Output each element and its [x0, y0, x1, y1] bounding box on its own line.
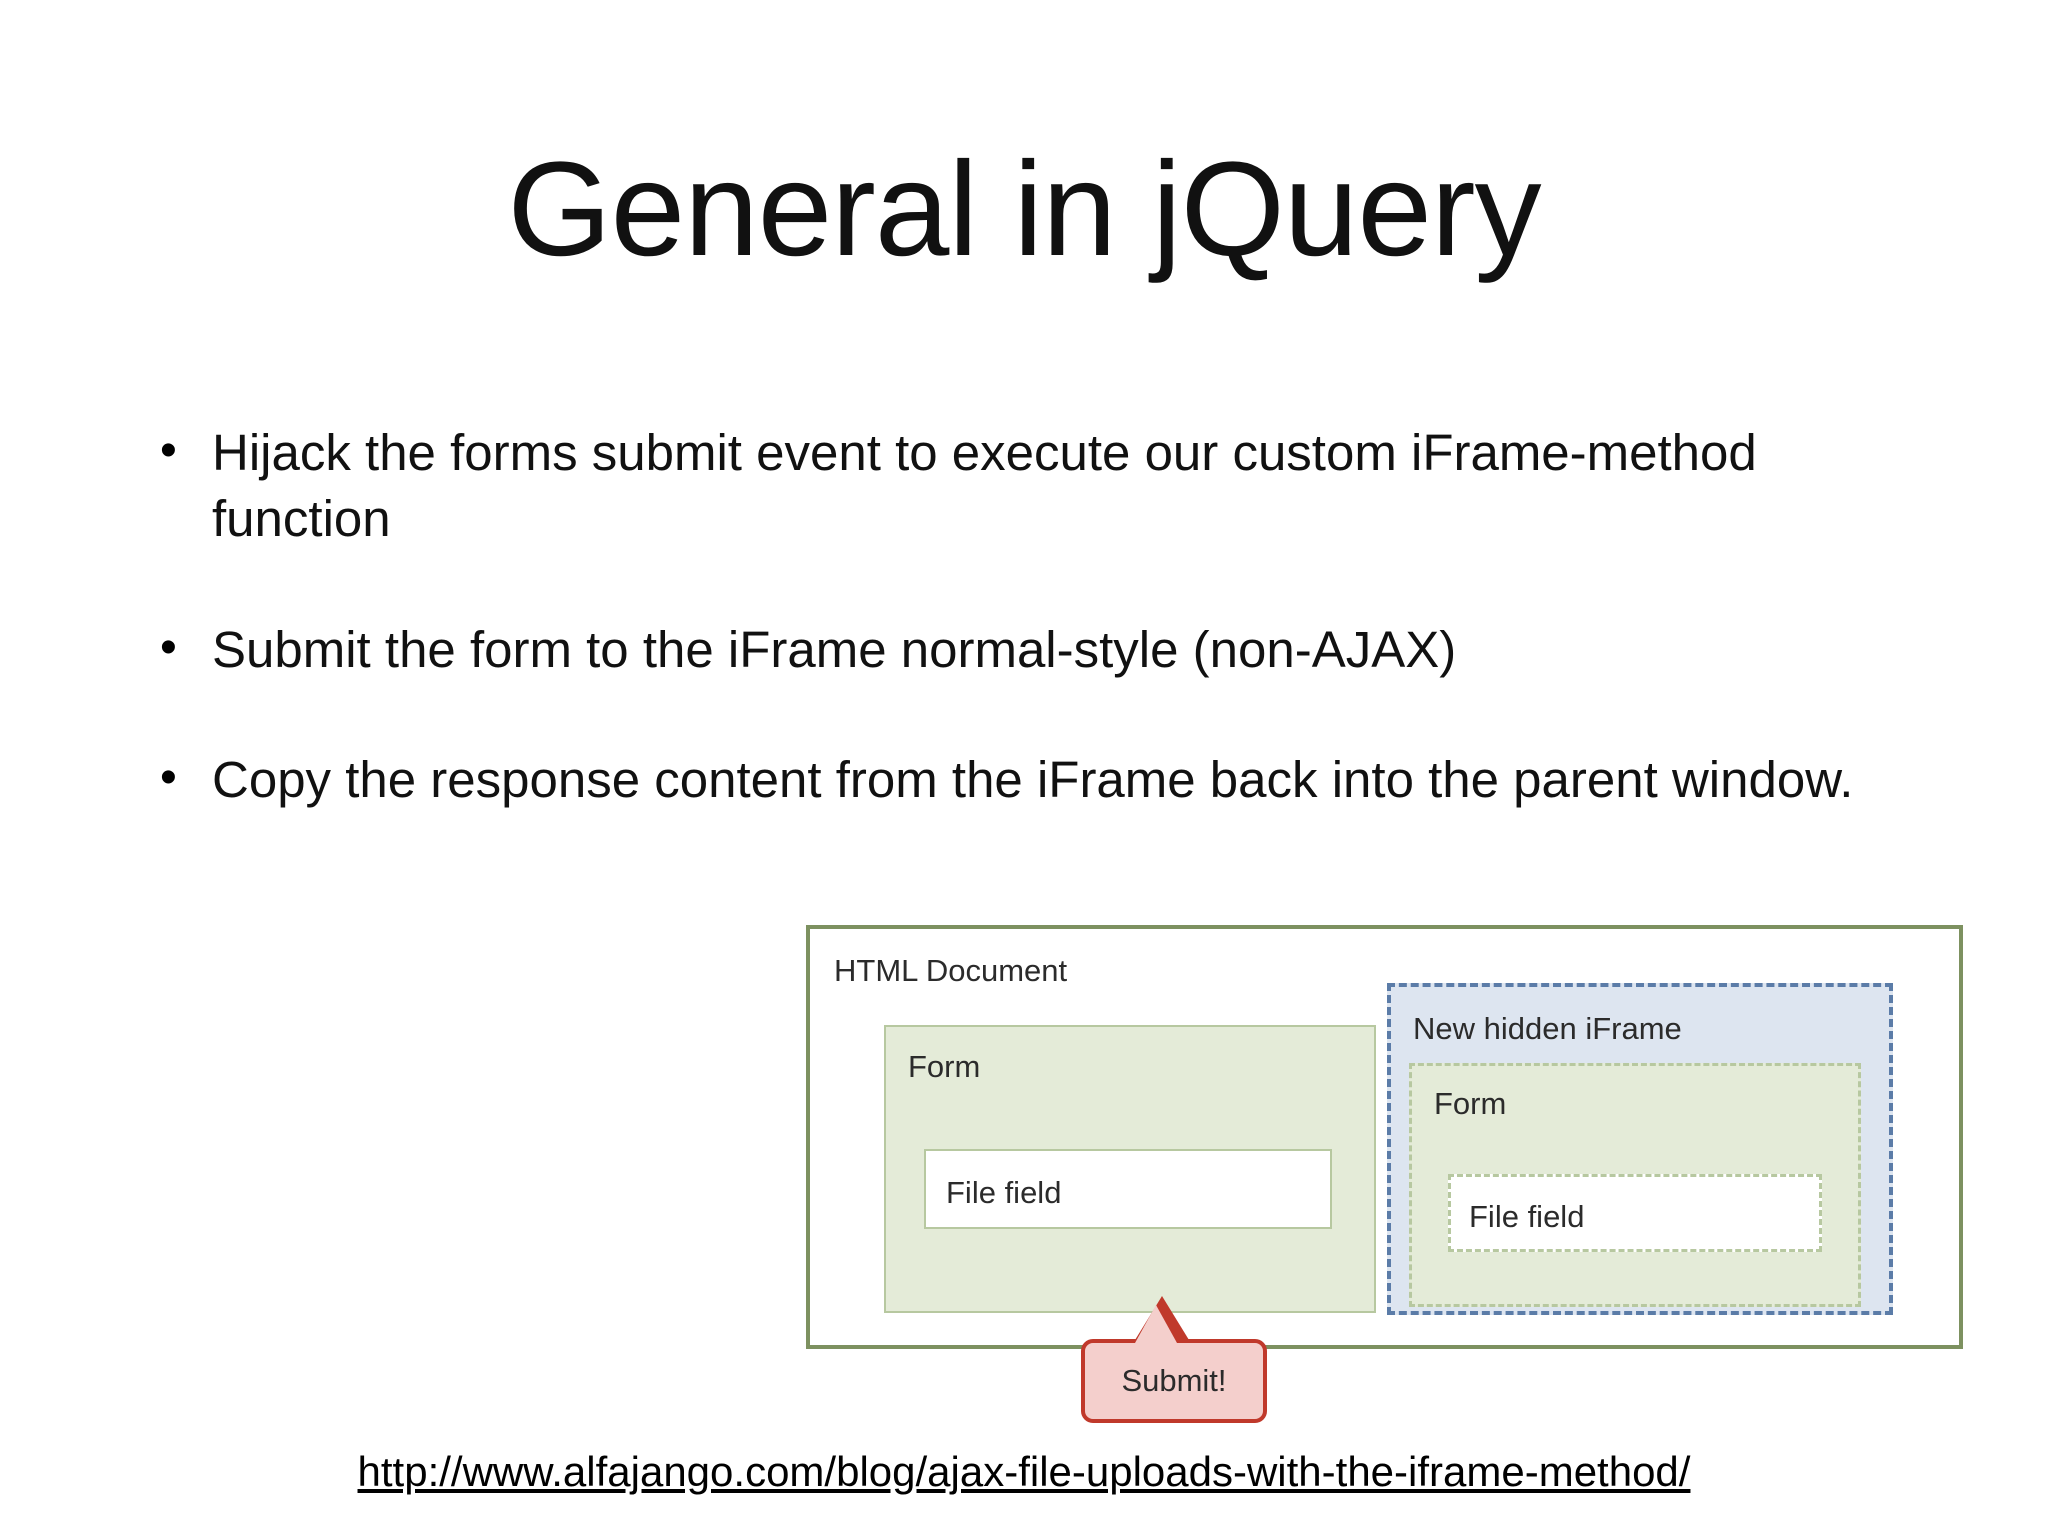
diagram-parent-file-field-box: File field — [924, 1149, 1332, 1229]
bullet-point-icon: • — [160, 424, 177, 477]
list-item: • Submit the form to the iFrame normal-s… — [150, 617, 1910, 683]
diagram-iframe-file-field-label: File field — [1469, 1199, 1585, 1234]
bullet-point-icon: • — [160, 620, 177, 674]
diagram-parent-file-field-label: File field — [946, 1175, 1062, 1210]
diagram-parent-form-box: Form File field — [884, 1025, 1376, 1313]
bullet-point-icon: • — [160, 750, 177, 804]
diagram-iframe-form-box: Form File field — [1409, 1063, 1861, 1307]
list-item-label: Copy the response content from the iFram… — [212, 750, 1854, 808]
diagram-html-document-label: HTML Document — [834, 953, 1068, 988]
list-item: • Hijack the forms submit event to execu… — [150, 420, 1910, 553]
iframe-upload-diagram: HTML Document Form File field New hidden… — [806, 925, 1963, 1349]
diagram-iframe-form-label: Form — [1434, 1086, 1507, 1121]
callout-pointer-fill-icon — [1135, 1305, 1177, 1343]
page-title: General in jQuery — [507, 135, 1541, 284]
diagram-iframe-file-field-box: File field — [1448, 1174, 1822, 1252]
source-url-link[interactable]: http://www.alfajango.com/blog/ajax-file-… — [357, 1448, 1691, 1495]
diagram-parent-form-label: Form — [908, 1049, 981, 1084]
bullet-list: • Hijack the forms submit event to execu… — [150, 420, 1910, 877]
diagram-hidden-iframe-box: New hidden iFrame Form File field — [1387, 983, 1893, 1315]
diagram-hidden-iframe-label: New hidden iFrame — [1413, 1011, 1682, 1046]
callout-label: Submit! — [1121, 1363, 1227, 1398]
callout-bubble: Submit! — [1081, 1339, 1267, 1423]
list-item-label: Hijack the forms submit event to execute… — [212, 424, 1757, 548]
list-item: • Copy the response content from the iFr… — [150, 747, 1910, 813]
list-item-label: Submit the form to the iFrame normal-sty… — [212, 620, 1457, 678]
